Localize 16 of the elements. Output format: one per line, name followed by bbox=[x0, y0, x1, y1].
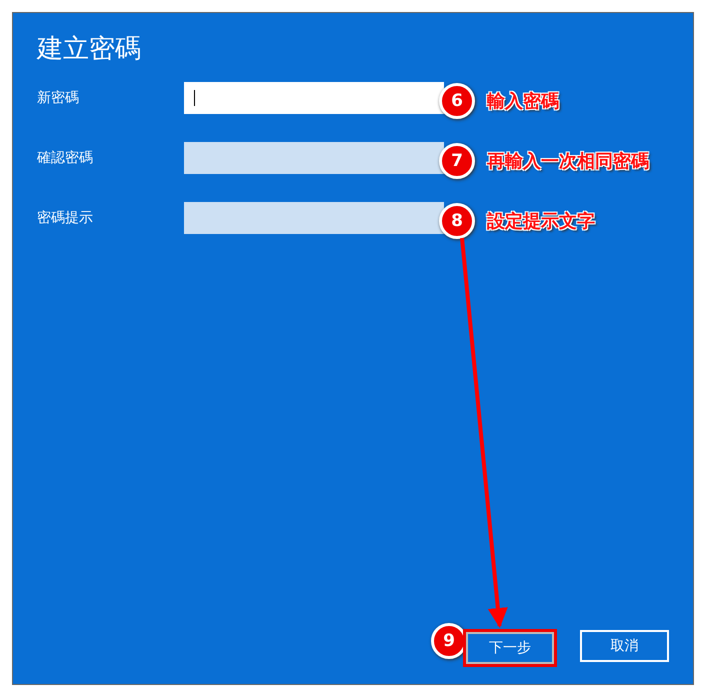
arrow bbox=[460, 238, 508, 628]
annotation-text: 設定提示文字 bbox=[487, 210, 595, 233]
next-button: 下一步 bbox=[463, 629, 557, 667]
annotation-text: 再輸入一次相同密碼 bbox=[487, 150, 649, 173]
input-field bbox=[184, 142, 444, 174]
callout-number: 7 bbox=[439, 143, 475, 179]
input-field bbox=[184, 202, 444, 234]
annotation-text: 輸入密碼 bbox=[487, 90, 559, 113]
input-field bbox=[184, 82, 444, 114]
field-label: 新密碼 bbox=[37, 89, 79, 107]
cancel-button: 取消 bbox=[580, 630, 669, 662]
callout-number: 8 bbox=[439, 203, 475, 239]
dialog-title: 建立密碼 bbox=[37, 33, 141, 66]
field-label: 確認密碼 bbox=[37, 149, 93, 167]
field-label: 密碼提示 bbox=[37, 209, 93, 227]
callout-number: 6 bbox=[439, 83, 475, 119]
